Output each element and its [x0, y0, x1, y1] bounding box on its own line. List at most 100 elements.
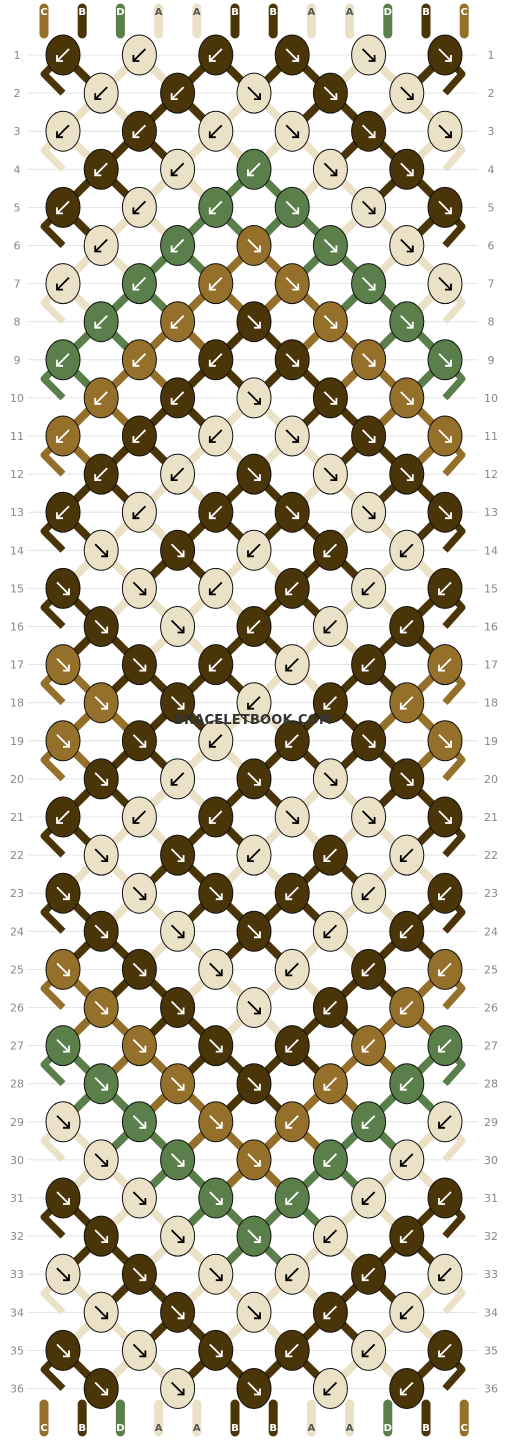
knot-arrow [56, 353, 70, 367]
knot-arrowhead [208, 207, 216, 215]
knot [389, 301, 425, 343]
knot-arrowhead [323, 1236, 331, 1243]
knot-arrowhead [208, 512, 216, 520]
row-number-left: 5 [14, 201, 21, 214]
knot [351, 1101, 387, 1143]
knot-arrow [285, 1191, 299, 1205]
knot [198, 1329, 234, 1371]
knot-arrowhead [399, 1007, 407, 1015]
knot-arrowhead [247, 626, 254, 634]
knot [121, 872, 157, 914]
knot-arrowhead [170, 169, 178, 177]
row-number-left: 8 [14, 316, 21, 329]
row-number-left: 36 [10, 1383, 24, 1396]
knot-arrow [400, 1153, 414, 1167]
knot [389, 834, 425, 876]
knot [160, 834, 196, 876]
row-number-left: 34 [10, 1306, 24, 1319]
knot-arrowhead [101, 1312, 109, 1320]
knot-arrow [209, 48, 223, 62]
row-number-left: 30 [10, 1154, 24, 1167]
knot-arrowhead [361, 1121, 369, 1129]
knot-arrowhead [254, 1236, 261, 1243]
knot-arrowhead [139, 740, 147, 748]
knot-arrow [285, 48, 299, 62]
knot-arrow [94, 772, 108, 786]
knot-arrowhead [132, 131, 140, 139]
knot-arrowhead [368, 740, 376, 748]
knot-arrow [438, 200, 452, 215]
knot [83, 834, 119, 876]
knot [236, 1215, 272, 1257]
knot [389, 453, 425, 495]
knot-arrow [132, 734, 147, 748]
knot-arrowhead [63, 1198, 70, 1205]
knot [83, 225, 119, 266]
knot [160, 910, 196, 952]
knot [351, 186, 387, 228]
knot [121, 339, 157, 381]
row-number-right: 6 [488, 240, 495, 253]
knot-arrowhead [101, 931, 109, 939]
row-number-right: 9 [488, 354, 495, 367]
knot-arrowhead [215, 1350, 223, 1358]
strand-label: D [116, 7, 124, 18]
knot-arrow [132, 1038, 147, 1053]
knot [351, 263, 387, 305]
knot [121, 263, 157, 305]
knot-arrow [56, 1267, 70, 1281]
row-number-left: 9 [14, 354, 21, 367]
knot-arrow [56, 124, 70, 138]
knot [160, 682, 196, 724]
knot-arrowhead [170, 397, 178, 405]
knot [45, 491, 81, 533]
knot-arrowhead [177, 1083, 185, 1091]
knot [45, 1329, 81, 1371]
knot [312, 1291, 348, 1333]
row-number-right: 7 [488, 278, 495, 291]
knot-arrow [438, 581, 452, 596]
knot [312, 72, 348, 114]
knot-arrow [170, 619, 185, 634]
row-number-right: 15 [484, 582, 498, 595]
knot-arrow [361, 124, 376, 138]
knot-arrow [285, 1267, 299, 1281]
knot [427, 1253, 463, 1295]
row-number-left: 27 [10, 1040, 24, 1053]
knot-arrow [247, 696, 261, 710]
knot-arrowhead [247, 550, 254, 558]
knot-arrowhead [254, 245, 261, 253]
knot [45, 34, 81, 76]
knot [121, 1101, 157, 1143]
knot-arrow [132, 276, 147, 291]
row-number-left: 31 [10, 1192, 24, 1205]
strand-label: B [269, 1423, 277, 1434]
row-number-left: 12 [10, 468, 24, 481]
knot-arrow [438, 1191, 452, 1205]
knot-arrow [400, 1381, 414, 1396]
row-number-right: 35 [484, 1344, 498, 1357]
knot-arrow [209, 1191, 223, 1205]
knot [312, 1139, 348, 1181]
knot [427, 948, 463, 990]
knot-arrow [323, 238, 338, 253]
knot-arrowhead [292, 359, 300, 367]
knot-arrow [361, 48, 376, 62]
knot-arrowhead [292, 207, 300, 215]
knot [121, 1025, 157, 1067]
knot-arrowhead [56, 131, 63, 139]
knot-arrow [209, 200, 223, 215]
knot [351, 796, 387, 838]
knot-arrowhead [215, 1121, 223, 1129]
knot-arrow [400, 619, 414, 634]
knot [389, 606, 425, 647]
knot [274, 34, 310, 76]
knot-arrowhead [101, 1007, 109, 1015]
knot-arrowhead [63, 1045, 70, 1053]
knot-arrow [438, 124, 452, 138]
knot [198, 491, 234, 533]
knot-arrowhead [254, 931, 261, 939]
knot-arrow [209, 810, 223, 824]
knot [427, 872, 463, 914]
